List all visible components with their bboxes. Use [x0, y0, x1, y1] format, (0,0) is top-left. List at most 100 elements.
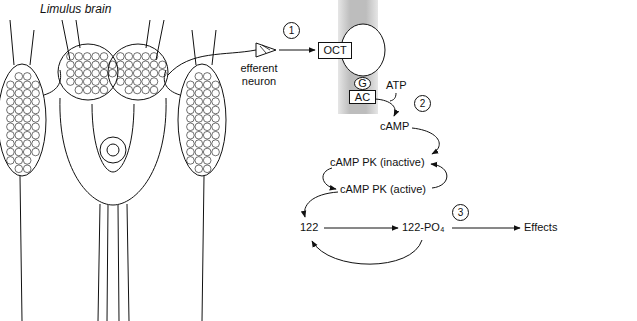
cell-body: [203, 157, 211, 165]
cell-body: [15, 106, 23, 114]
cell-body: [15, 148, 23, 156]
nerve: [20, 176, 204, 321]
cell-body: [32, 115, 40, 123]
cell-body: [142, 61, 150, 69]
cell-body: [150, 53, 158, 61]
cell-body: [7, 157, 15, 165]
cell-body: [203, 115, 211, 123]
cell-body: [32, 81, 40, 89]
cell-body: [32, 148, 40, 156]
cell-body: [195, 115, 203, 123]
enzyme-label: cAMP PK (inactive): [330, 156, 425, 169]
cell-body: [15, 73, 23, 81]
cell-body: [83, 69, 91, 77]
cell-body: [83, 61, 91, 69]
esophagus: [100, 137, 126, 163]
cell-body: [67, 69, 75, 77]
cell-body: [15, 115, 23, 123]
cell-body: [187, 131, 195, 139]
cell-body: [150, 78, 158, 86]
cell-body: [109, 69, 117, 77]
reaction-arrow: [452, 228, 520, 229]
cell-body: [117, 69, 125, 77]
cell-body: [212, 106, 220, 114]
cell-body: [133, 69, 141, 77]
cell-body: [187, 81, 195, 89]
nerve-terminal: [256, 43, 276, 57]
cell-body: [67, 78, 75, 86]
cell-body: [203, 106, 211, 114]
molecule-label: ATP: [386, 79, 407, 92]
cell-body: [195, 123, 203, 131]
nerve: [62, 20, 164, 60]
cell-body: [83, 86, 91, 94]
cell-body: [15, 157, 23, 165]
cell-body: [92, 78, 100, 86]
cell-body: [15, 98, 23, 106]
cell-body: [133, 78, 141, 86]
nerve: [164, 70, 180, 95]
cell-body: [212, 89, 220, 97]
cell-body: [75, 78, 83, 86]
cell-body: [92, 61, 100, 69]
reaction-arrow: [375, 99, 395, 116]
cell-body: [117, 61, 125, 69]
cell-body: [212, 115, 220, 123]
cell-body: [32, 106, 40, 114]
cell-body: [195, 106, 203, 114]
cell-body: [7, 148, 15, 156]
cell-body: [203, 89, 211, 97]
cycle-arrow: [323, 168, 336, 189]
reaction-arrow: [390, 93, 396, 101]
cell-body: [203, 165, 211, 173]
cell-body: [15, 81, 23, 89]
cell-body: [187, 148, 195, 156]
cell-body: [23, 157, 31, 165]
cell-body: [117, 78, 125, 86]
cell-body: [92, 69, 100, 77]
cell-body: [150, 61, 158, 69]
oval-outline: [355, 78, 371, 90]
cell-body: [187, 157, 195, 165]
cell-body: [187, 115, 195, 123]
outcome-label: Effects: [524, 221, 557, 234]
cell-body: [212, 131, 220, 139]
g-protein-oval: G: [354, 77, 371, 90]
cell-body: [15, 165, 23, 173]
cell-body: [142, 86, 150, 94]
protein-label: 122: [300, 221, 318, 234]
cell-body: [142, 53, 150, 61]
cycle-arrow: [431, 164, 447, 188]
cell-body: [187, 98, 195, 106]
cell-body: [100, 61, 108, 69]
cell-body: [67, 53, 75, 61]
cell-body: [212, 81, 220, 89]
molecule-label: cAMP: [380, 120, 409, 133]
part-label: efferent neuron: [236, 62, 282, 87]
cell-body: [23, 73, 31, 81]
cell-body: [133, 53, 141, 61]
cell-body: [32, 98, 40, 106]
cell-body: [7, 115, 15, 123]
cell-body: [75, 61, 83, 69]
cell-body: [203, 98, 211, 106]
cell-body: [23, 148, 31, 156]
cell-body: [203, 140, 211, 148]
cycle-arrow: [312, 240, 422, 264]
connective: [98, 204, 129, 321]
cell-body: [142, 69, 150, 77]
cell-body: [133, 61, 141, 69]
cell-body: [75, 53, 83, 61]
cell-body: [7, 98, 15, 106]
optic-lobe: [178, 64, 226, 176]
cell-body: [15, 140, 23, 148]
cell-body: [32, 123, 40, 131]
cell-body: [23, 106, 31, 114]
cell-body: [100, 53, 108, 61]
cell-body: [187, 123, 195, 131]
cell-body: [212, 98, 220, 106]
cell-body: [15, 123, 23, 131]
release-arrow: [279, 50, 315, 51]
reaction-arrow: [412, 128, 439, 154]
figure-label: Limulus brain: [40, 3, 111, 17]
